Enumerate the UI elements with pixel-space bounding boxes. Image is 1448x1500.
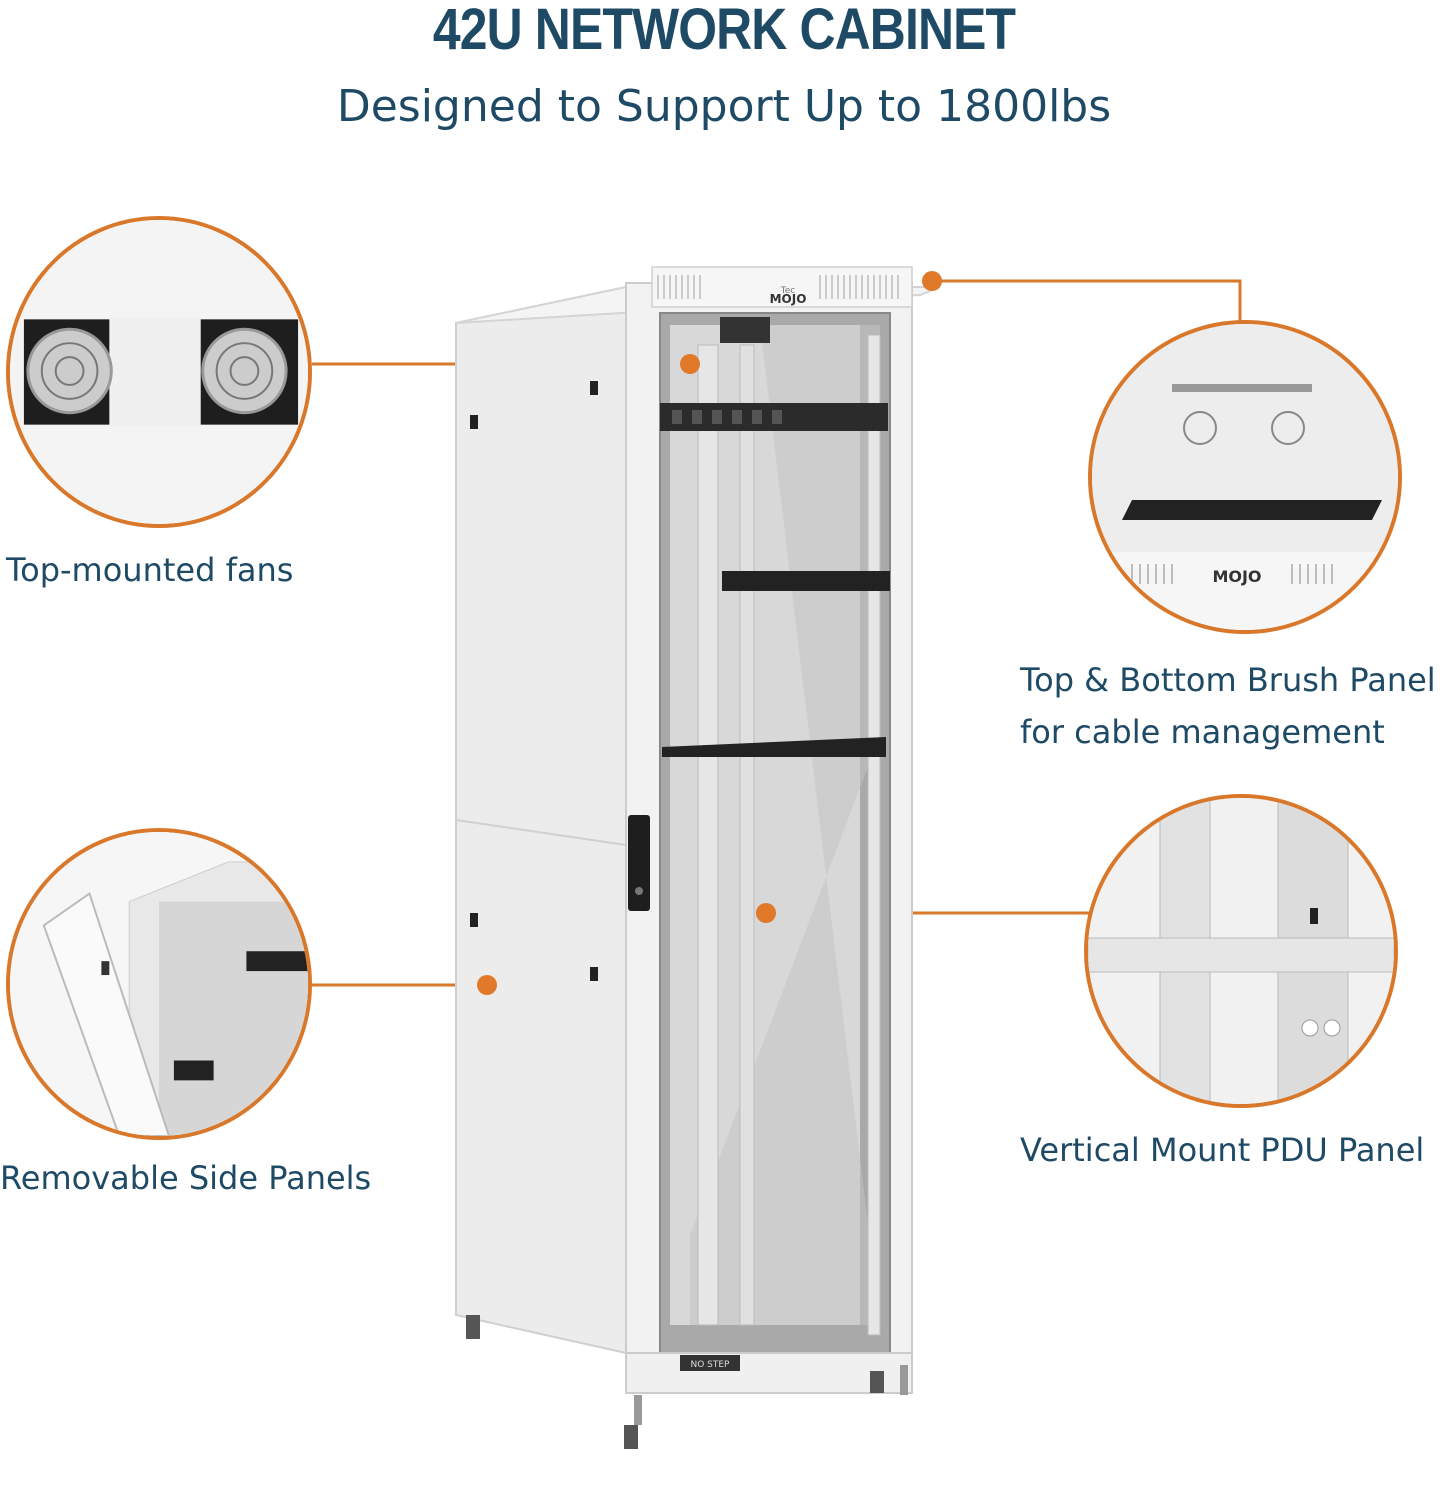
side-panel-icon	[10, 832, 308, 1136]
side-panels-caption: Removable Side Panels	[0, 1159, 372, 1197]
pdu-panel-caption: Vertical Mount PDU Panel	[1020, 1131, 1425, 1169]
cabinet-drawing: NO STEP Tec MOJO	[455, 266, 941, 1449]
fans-caption: Top-mounted fans	[6, 551, 294, 589]
pdu-panel-detail-circle	[1084, 794, 1398, 1108]
pdu-callout-dot	[756, 903, 776, 923]
brush-panel-logo: MOJO	[1212, 567, 1261, 586]
fans-detail-circle	[6, 216, 312, 528]
network-cabinet-image: NO STEP Tec MOJO	[440, 255, 960, 1495]
brush-panel-caption-line1: Top & Bottom Brush Panel	[1020, 661, 1436, 699]
page-title: 42U NETWORK CABINET	[432, 0, 1016, 62]
page-subtitle: Designed to Support Up to 1800lbs	[336, 81, 1112, 132]
no-step-sticker: NO STEP	[690, 1360, 730, 1370]
brush-panel-caption-line2: for cable management	[1020, 713, 1385, 751]
fans-icon	[10, 220, 308, 524]
logo-small: Tec	[780, 286, 796, 296]
side-panel-callout-dot	[477, 975, 497, 995]
logo-main: MOJO	[770, 292, 807, 306]
fans-callout-dot	[680, 354, 700, 374]
pdu-panel-icon	[1088, 798, 1394, 1104]
brush-panel-icon: MOJO	[1092, 324, 1398, 630]
brush-panel-detail-circle: MOJO	[1088, 320, 1402, 634]
brush-panel-callout-dot	[922, 271, 942, 291]
side-panels-detail-circle	[6, 828, 312, 1140]
